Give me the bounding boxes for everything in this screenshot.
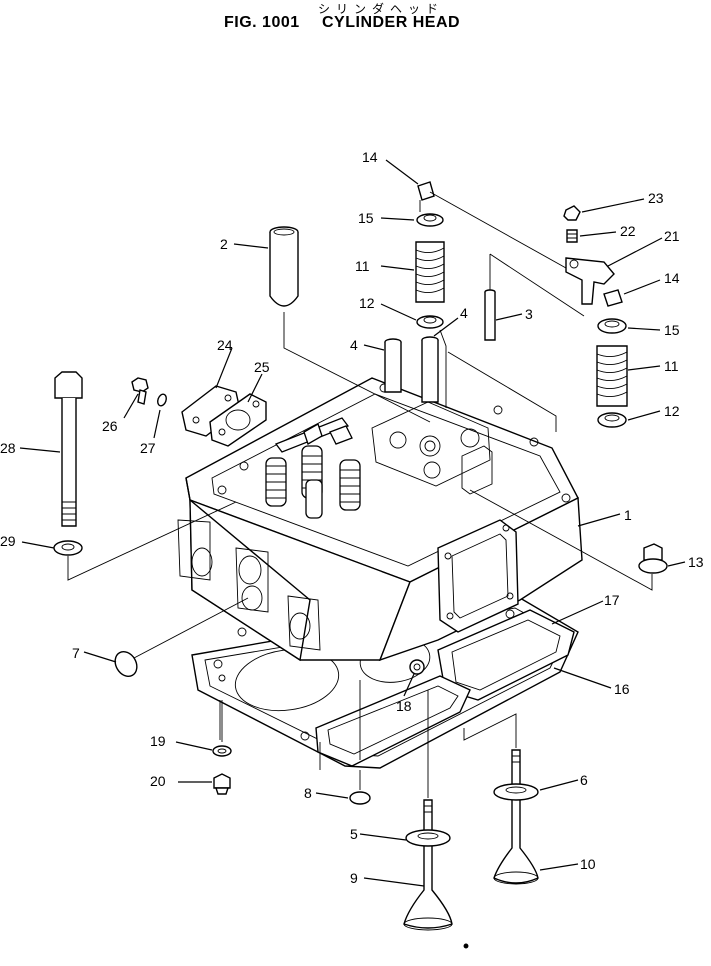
callout-12a: 12 (359, 295, 375, 311)
callout-8: 8 (304, 785, 312, 801)
callout-14a: 14 (362, 149, 378, 165)
title-japanese: シリンダヘッド (318, 2, 445, 16)
o-ring (409, 659, 425, 675)
registration-dot (463, 943, 469, 949)
head-bolt (54, 371, 83, 527)
callout-16: 16 (614, 681, 630, 697)
plug-bolt (213, 773, 231, 795)
spring-seat-left (416, 315, 444, 329)
callout-20: 20 (150, 773, 166, 789)
valve-cotter-left (417, 181, 435, 201)
valve-spring-right (596, 345, 628, 407)
callout-3: 3 (525, 306, 533, 322)
callout-4a: 4 (350, 337, 358, 353)
callout-2: 2 (220, 236, 228, 252)
intake-valve (403, 799, 453, 931)
callout-11b: 11 (664, 358, 679, 374)
valve-guide-right (421, 336, 439, 403)
callout-12b: 12 (664, 403, 680, 419)
callout-10: 10 (580, 856, 596, 872)
callout-19: 19 (150, 733, 166, 749)
cover-bolt (131, 377, 149, 405)
valve-spring-left (415, 241, 445, 303)
assembly-guide-lines (219, 191, 653, 770)
callout-25: 25 (254, 359, 270, 375)
manifold-gasket (315, 609, 575, 767)
callout-24: 24 (217, 337, 233, 353)
callout-14b: 14 (664, 270, 680, 286)
callout-15b: 15 (664, 322, 680, 338)
callout-23: 23 (648, 190, 664, 206)
spring-seat-right (597, 412, 627, 428)
drain-plug (638, 543, 668, 574)
callout-22: 22 (620, 223, 636, 239)
rocker-arm (565, 257, 615, 305)
callout-21: 21 (664, 228, 680, 244)
valve-spring-assembly (265, 417, 361, 519)
injector-sleeve (269, 226, 299, 307)
expansion-plug (114, 650, 138, 678)
callout-29: 29 (0, 533, 16, 549)
callout-9: 9 (350, 870, 358, 886)
adjusting-screw (566, 229, 578, 243)
exhaust-valve-seat (493, 783, 539, 801)
lock-nut (563, 205, 581, 221)
figure-title: シリンダヘッド FIG. 1001 CYLINDER HEAD (0, 0, 711, 40)
exhaust-valve (493, 749, 539, 885)
callout-1: 1 (624, 507, 632, 523)
valve-guide-left (384, 338, 402, 393)
leader-lines (19, 159, 686, 887)
bolt-washer (53, 540, 83, 556)
callout-4b: 4 (460, 305, 468, 321)
valve-retainer-left (416, 213, 444, 227)
figure-name: CYLINDER HEAD (322, 14, 461, 31)
callout-6: 6 (580, 772, 588, 788)
cover-washer (157, 393, 167, 407)
side-cover-gasket (209, 393, 267, 447)
intake-valve-seat (405, 829, 451, 847)
callout-27: 27 (140, 440, 156, 456)
callout-13: 13 (688, 554, 704, 570)
valve-retainer-right (597, 318, 627, 334)
callout-labels: 1 2 3 4 4 5 6 7 8 9 10 11 11 12 12 13 14… (0, 149, 704, 886)
cylinder-head-block (177, 377, 583, 662)
dowel-pin (484, 289, 496, 341)
o-ring-washer (212, 745, 232, 757)
callout-11a: 11 (355, 258, 370, 274)
callout-5: 5 (350, 826, 358, 842)
callout-26: 26 (102, 418, 118, 434)
callout-7: 7 (72, 645, 80, 661)
callout-15a: 15 (358, 210, 374, 226)
callout-18: 18 (396, 698, 412, 714)
figure-number: FIG. 1001 (224, 14, 300, 31)
seal-plug (349, 791, 371, 805)
valve-cotter-right (603, 289, 623, 307)
callout-28: 28 (0, 440, 16, 456)
callout-17: 17 (604, 592, 620, 608)
